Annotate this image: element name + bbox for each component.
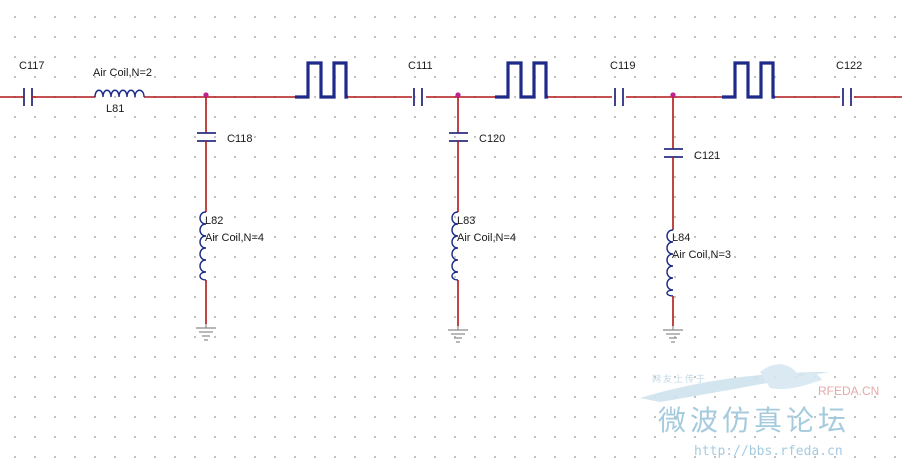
capacitor-c119[interactable]: C119 [610,60,635,106]
watermark-chinese-title: 微波仿真论坛 [658,404,850,437]
watermark-brand: RFEDA.CN [818,384,879,398]
watermark-wing-icon [760,364,822,390]
meander-resonator-1[interactable] [295,61,348,99]
c117-label: C117 [19,60,44,72]
c119-label: C119 [610,60,635,72]
l82-label: L82 [205,215,223,227]
junction-node-1 [203,92,209,98]
junction-node-3 [670,92,676,98]
l83-desc-label: Air Coil,N=4 [457,232,516,244]
capacitor-c111[interactable]: C111 [408,60,433,106]
inductor-l81[interactable]: Air Coil,N=2 L81 [93,67,152,115]
ground-symbol-2 [448,326,468,343]
capacitor-c117[interactable]: C117 [19,60,44,106]
l81-desc-label: Air Coil,N=2 [93,67,152,79]
inductor-l82[interactable]: L82 Air Coil,N=4 [199,211,264,281]
junction-node-2 [455,92,461,98]
c120-label: C120 [479,133,505,145]
inductor-l84[interactable]: L84 Air Coil,N=3 [666,229,731,297]
l83-label: L83 [457,215,475,227]
meander-resonator-2[interactable] [495,61,548,99]
l82-desc-label: Air Coil,N=4 [205,232,264,244]
l84-desc-label: Air Coil,N=3 [672,249,731,261]
watermark-small-text: 网友上传于 [652,373,707,385]
shunt-branch-3: C121 L84 Air Coil,N=3 [663,97,731,343]
shunt-branch-2: C120 L83 Air Coil,N=4 [448,97,516,343]
ground-symbol-1 [196,324,216,341]
shunt-branch-1: C118 L82 Air Coil,N=4 [196,97,264,341]
meander-resonator-3[interactable] [722,61,775,99]
c118-label: C118 [227,133,252,145]
watermark-url: http://bbs.rfeda.cn [694,444,843,459]
l84-label: L84 [672,232,690,244]
watermark: 网友上传于 RFEDA.CN 微波仿真论坛 http://bbs.rfeda.c… [640,364,879,459]
inductor-l83[interactable]: L83 Air Coil,N=4 [451,211,516,281]
c122-label: C122 [836,60,862,72]
l81-label: L81 [106,103,124,115]
capacitor-c122[interactable]: C122 [836,60,862,106]
c111-label: C111 [408,60,433,72]
ground-symbol-3 [663,326,683,343]
c121-label: C121 [694,150,720,162]
